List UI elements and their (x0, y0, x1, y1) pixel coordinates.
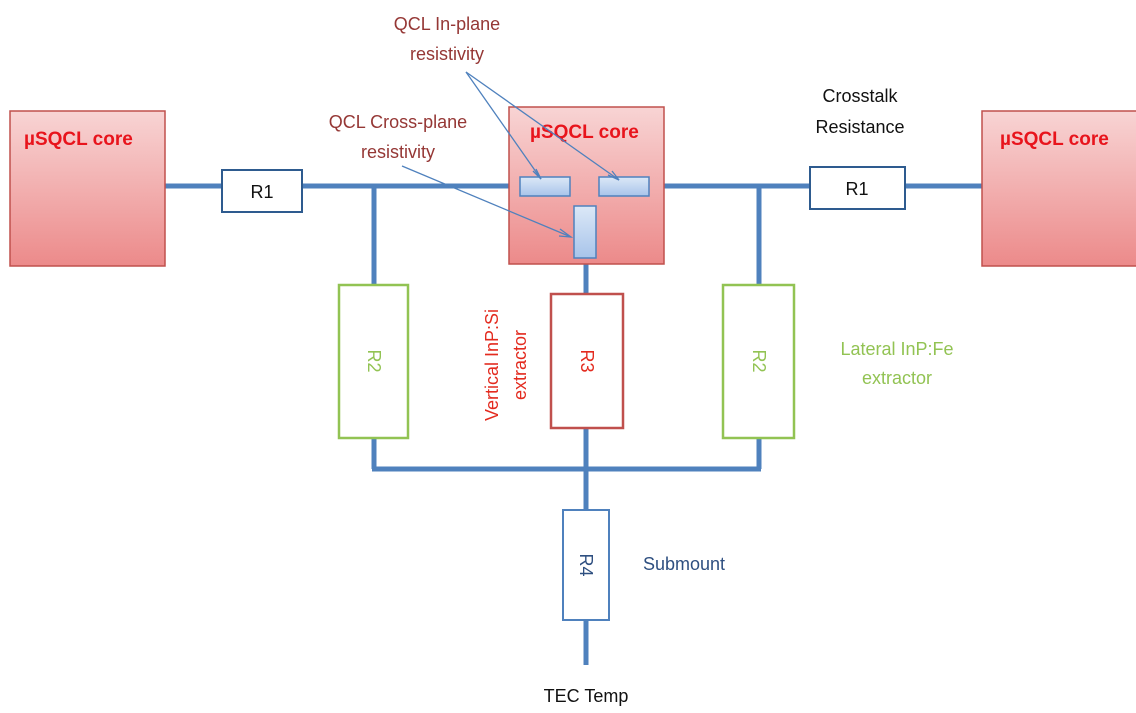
annotation-arrows (401, 71, 620, 238)
lateral-label-1: Lateral InP:Fe (840, 339, 953, 359)
core-right-title: µSQCL core (1000, 129, 1109, 150)
r2-right-label: R2 (749, 349, 769, 372)
in-plane-resistor-right (598, 176, 650, 197)
crosstalk-label-1: Crosstalk (822, 86, 898, 106)
in-plane-label-1: QCL In-plane (394, 14, 500, 34)
submount-label: Submount (643, 554, 725, 574)
vertical-label-1: Vertical InP:Si (482, 309, 502, 421)
arrow-cross-plane (401, 165, 572, 238)
resistor-r2-left: R2 (337, 283, 410, 440)
resistor-r2-right: R2 (721, 283, 796, 440)
core-left-title: µSQCL core (24, 129, 133, 150)
resistor-r3: R3 (549, 292, 625, 430)
in-plane-label-2: resistivity (410, 44, 484, 64)
r1-left-label: R1 (250, 182, 273, 202)
lateral-label-2: extractor (862, 368, 932, 388)
r3-label: R3 (577, 349, 597, 372)
crosstalk-label-2: Resistance (815, 117, 904, 137)
arrow-in-plane-right (465, 71, 620, 181)
vertical-label-2: extractor (510, 330, 530, 400)
cross-plane-label-2: resistivity (361, 142, 435, 162)
core-right: µSQCL core (981, 110, 1136, 267)
r4-label: R4 (576, 553, 596, 576)
arrow-in-plane-left (465, 71, 542, 180)
resistor-r1-left: R1 (221, 169, 303, 213)
resistor-r1-right: R1 (809, 166, 906, 210)
cross-plane-resistor (573, 205, 597, 259)
in-plane-resistor-left (519, 176, 571, 197)
cross-plane-label-1: QCL Cross-plane (329, 112, 467, 132)
resistor-r4: R4 (562, 509, 610, 621)
core-center-title: µSQCL core (530, 122, 639, 143)
r1-right-label: R1 (845, 179, 868, 199)
core-left: µSQCL core (9, 110, 166, 267)
tec-temp-label: TEC Temp (544, 686, 629, 706)
r2-left-label: R2 (364, 349, 384, 372)
